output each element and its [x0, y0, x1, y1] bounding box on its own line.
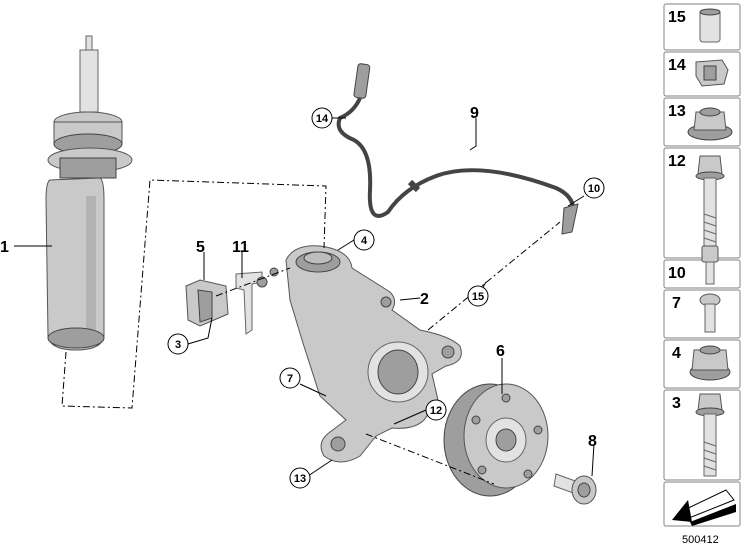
wheel-hub [443, 383, 549, 497]
socket-screw-icon [701, 245, 719, 285]
collar-nut-icon [687, 107, 733, 141]
callout-11: 11 [232, 239, 249, 256]
assembly-lines [61, 179, 561, 485]
callout-1: 1 [0, 239, 9, 256]
clip-icon [695, 59, 729, 87]
long-bolt-icon [695, 393, 725, 477]
orientation-arrow-icon [672, 489, 736, 526]
side-num-7: 7 [672, 295, 681, 312]
callout-2: 2 [420, 291, 429, 308]
shock-absorber-strut [45, 35, 133, 351]
torx-screw-icon [699, 293, 721, 333]
callout-14: 14 [316, 113, 329, 125]
side-panel: 15 14 13 12 10 [663, 3, 741, 527]
callout-13: 13 [294, 473, 306, 485]
callout-10: 10 [588, 183, 600, 195]
side-num-10: 10 [668, 265, 686, 282]
bushing-icon [699, 8, 721, 43]
hex-nut-icon [689, 345, 731, 381]
side-num-3: 3 [672, 395, 681, 412]
holder-part-11 [235, 267, 279, 335]
callout-3: 3 [175, 339, 181, 351]
callout-5: 5 [196, 239, 205, 256]
callout-8: 8 [588, 433, 597, 450]
callout-9: 9 [470, 105, 479, 122]
side-num-14: 14 [668, 57, 686, 74]
leader-lines [14, 117, 595, 477]
hub-bolt-part-8 [553, 473, 597, 505]
diagram-reference-number: 500412 [682, 534, 719, 546]
callouts: 1 2 3 4 5 6 7 8 9 10 11 12 13 14 15 [0, 105, 605, 489]
callout-4: 4 [361, 235, 368, 247]
steering-knuckle [285, 245, 462, 463]
side-num-4: 4 [672, 345, 681, 362]
callout-12: 12 [430, 405, 442, 417]
callout-15: 15 [472, 291, 484, 303]
side-num-13: 13 [668, 103, 686, 120]
callout-7: 7 [287, 373, 293, 385]
side-num-12: 12 [668, 153, 686, 170]
hex-bolt-icon [695, 155, 725, 251]
callout-6: 6 [496, 343, 505, 360]
bracket-part-5 [185, 279, 229, 327]
side-num-15: 15 [668, 9, 686, 26]
speed-sensor-cable [336, 63, 579, 235]
